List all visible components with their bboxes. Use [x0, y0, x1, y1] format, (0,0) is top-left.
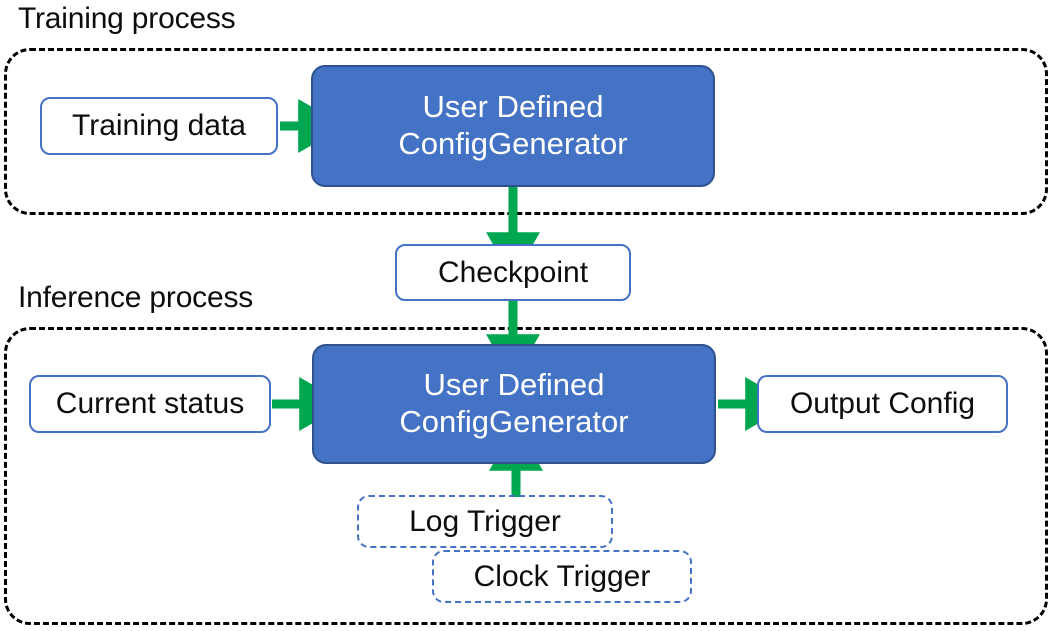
node-train-config-generator-label: User Defined ConfigGenerator	[398, 89, 628, 161]
node-clock-trigger-label: Clock Trigger	[473, 559, 651, 593]
node-current-status[interactable]: Current status	[29, 375, 271, 433]
node-checkpoint-label: Checkpoint	[437, 255, 589, 289]
node-inference-config-generator[interactable]: User Defined ConfigGenerator	[312, 344, 716, 464]
node-training-data-label: Training data	[72, 109, 246, 143]
node-clock-trigger[interactable]: Clock Trigger	[432, 550, 692, 603]
node-current-status-label: Current status	[55, 387, 245, 421]
training-process-container	[4, 48, 1048, 215]
inference-process-label: Inference process	[18, 281, 254, 314]
training-process-label: Training process	[18, 2, 236, 35]
inference-process-container	[4, 327, 1048, 625]
node-log-trigger[interactable]: Log Trigger	[357, 495, 613, 548]
node-output-config-label: Output Config	[789, 387, 976, 421]
node-output-config[interactable]: Output Config	[757, 375, 1008, 433]
node-train-config-generator[interactable]: User Defined ConfigGenerator	[311, 65, 715, 187]
node-training-data[interactable]: Training data	[40, 97, 278, 155]
node-inference-config-generator-label: User Defined ConfigGenerator	[399, 367, 629, 439]
node-checkpoint[interactable]: Checkpoint	[395, 244, 631, 301]
node-log-trigger-label: Log Trigger	[409, 504, 561, 538]
